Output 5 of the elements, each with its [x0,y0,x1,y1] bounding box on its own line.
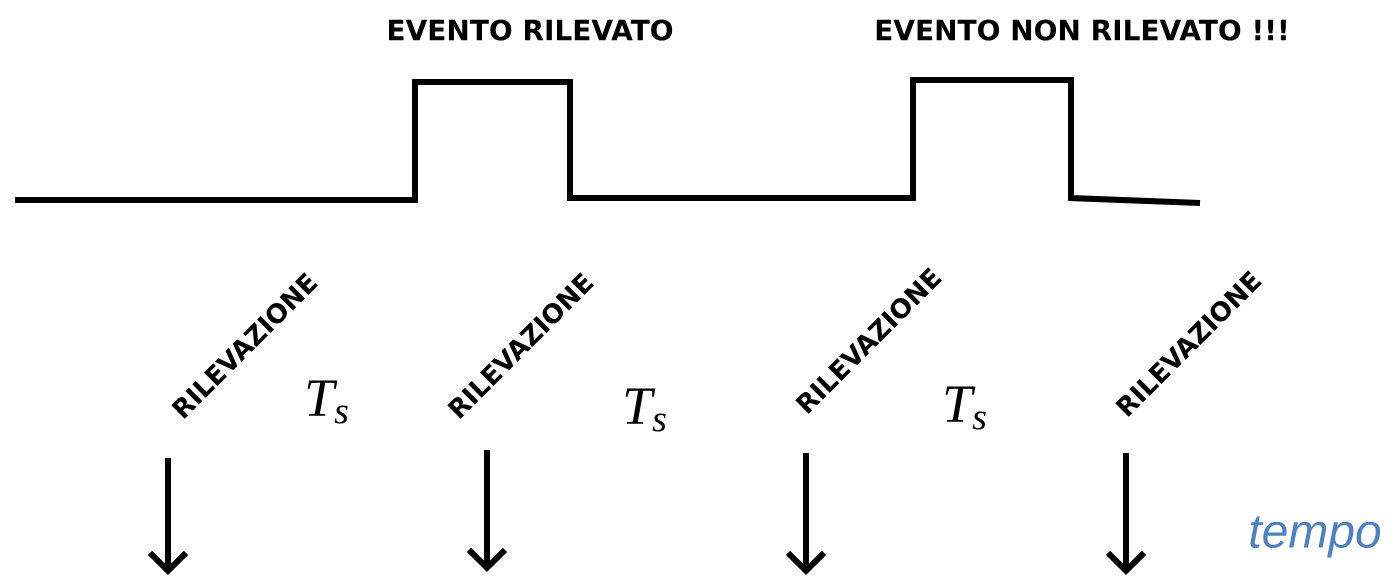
axis-label: tempo [1250,516,1381,558]
event-label: EVENTO RILEVATO [389,19,673,41]
period-label: T$_{s}$ [625,388,666,432]
period-label: T$_{s}$ [945,386,986,430]
event-label: EVENTO NON RILEVATO !!! [876,19,1286,41]
